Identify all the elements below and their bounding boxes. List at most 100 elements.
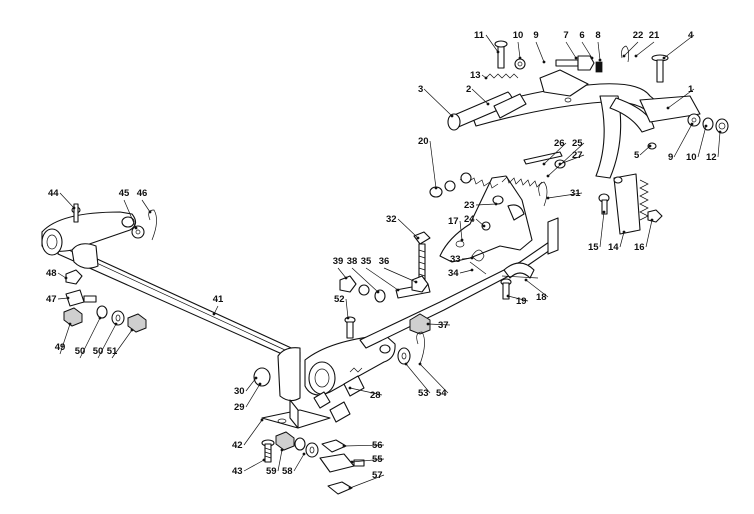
- leader-line: [517, 41, 521, 59]
- callout-number: 36: [379, 256, 390, 267]
- leader-dot: [470, 268, 474, 272]
- clamp-18: [501, 262, 539, 279]
- leader-line: [475, 203, 497, 206]
- leader-line: [397, 218, 419, 239]
- leader-dot: [506, 294, 510, 298]
- leader-dot: [404, 362, 408, 366]
- callout-number: 30: [234, 386, 245, 397]
- hardware-35-39: [339, 275, 431, 303]
- callout-number: 34: [448, 268, 459, 279]
- leader-line: [57, 272, 67, 279]
- callout-number: 23: [464, 200, 475, 211]
- leader-dot: [718, 130, 722, 134]
- callout-50: 50: [75, 316, 102, 359]
- callout-number: 14: [608, 242, 619, 253]
- callout-7: 7: [563, 30, 578, 60]
- nut-48: [65, 269, 83, 285]
- callout-28: 28: [348, 386, 383, 401]
- callout-27: 27: [558, 150, 585, 166]
- callout-15: 15: [588, 210, 606, 253]
- callout-number: 10: [513, 30, 524, 41]
- callout-number: 15: [588, 242, 599, 253]
- leader-dot: [66, 296, 70, 300]
- leader-dot: [648, 144, 652, 148]
- leader-dot: [134, 226, 138, 230]
- leader-dot: [414, 280, 418, 284]
- leader-line: [345, 298, 349, 319]
- pedal-frame: [469, 69, 701, 179]
- leader-dot: [98, 316, 102, 320]
- leader-dot: [546, 196, 550, 200]
- callout-42: 42: [232, 418, 264, 451]
- callout-number: 16: [634, 242, 645, 253]
- screw-19: [500, 278, 512, 300]
- leader-dot: [262, 458, 266, 462]
- leader-line: [351, 458, 385, 463]
- parts-artwork: [41, 40, 729, 495]
- leader-dot: [130, 328, 134, 332]
- leader-dot: [350, 460, 354, 464]
- spring-25: [501, 176, 543, 188]
- leader-line: [635, 41, 655, 57]
- callout-29: 29: [234, 382, 262, 413]
- callout-number: 38: [347, 256, 358, 267]
- leader-dot: [68, 322, 72, 326]
- callout-6: 6: [579, 30, 594, 60]
- leader-dot: [418, 362, 422, 366]
- hook-5: [647, 142, 657, 150]
- callout-number: 45: [119, 188, 130, 199]
- leader-line: [673, 123, 693, 158]
- leader-dot: [470, 256, 474, 260]
- callout-number: 17: [448, 216, 459, 227]
- leader-line: [475, 218, 485, 227]
- leader-dot: [258, 382, 262, 386]
- callout-23: 23: [464, 200, 498, 211]
- callout-13: 13: [470, 70, 488, 81]
- callout-16: 16: [634, 218, 654, 253]
- callout-36: 36: [379, 256, 418, 284]
- pedal-pad: [447, 91, 527, 131]
- washers-58: [294, 437, 319, 458]
- pins-28: [313, 367, 365, 423]
- nut-57: [327, 481, 353, 495]
- leader-dot: [460, 238, 464, 242]
- leader-dot: [450, 114, 454, 118]
- washers-50: [96, 305, 125, 326]
- leader-dot: [426, 322, 430, 326]
- callout-18: 18: [524, 278, 549, 303]
- leader-dot: [260, 418, 264, 422]
- leader-dot: [546, 174, 550, 178]
- leader-dot: [484, 76, 488, 80]
- callout-49: 49: [55, 322, 72, 355]
- callout-53: 53: [404, 362, 431, 399]
- leader-line: [245, 377, 257, 392]
- leader-dot: [496, 50, 500, 54]
- callout-43: 43: [232, 458, 266, 477]
- callout-number: 50: [75, 346, 86, 357]
- leader-dot: [348, 386, 352, 390]
- callout-25: 25: [546, 138, 585, 178]
- leader-line: [123, 199, 137, 229]
- callout-number: 7: [563, 30, 568, 41]
- leader-line: [111, 329, 133, 359]
- callout-number: 50: [93, 346, 104, 357]
- callout-30: 30: [234, 376, 258, 397]
- callout-number: 32: [386, 214, 397, 225]
- leader-line: [429, 140, 437, 189]
- bottom-bracket: [261, 399, 331, 429]
- callout-number: 8: [595, 30, 600, 41]
- callout-14: 14: [608, 230, 626, 253]
- leader-line: [717, 131, 721, 158]
- callout-number: 3: [418, 84, 423, 95]
- callout-number: 22: [633, 30, 644, 41]
- callout-number: 52: [334, 294, 345, 305]
- leader-line: [667, 88, 695, 109]
- leader-dot: [64, 276, 68, 280]
- leader-dot: [558, 162, 562, 166]
- leader-line: [663, 34, 695, 59]
- callout-number: 29: [234, 402, 245, 413]
- callout-12: 12: [706, 130, 722, 163]
- callout-51: 51: [107, 328, 134, 359]
- leader-dot: [690, 122, 694, 126]
